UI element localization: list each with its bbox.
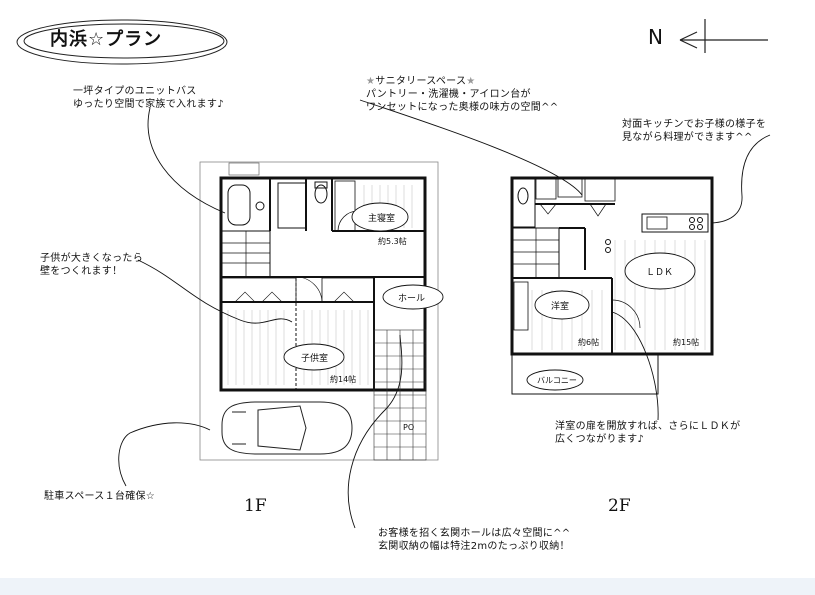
annotation-hall-line1: お客様を招く玄関ホールは広々空間に^^ (378, 528, 571, 539)
annotation-kitchen: 対面キッチンでお子様の様子を 見ながら料理ができます^^ (622, 118, 766, 144)
annotation-sanitary-heading: サニタリースペース (375, 76, 467, 87)
area-western: 約6帖 (578, 338, 600, 347)
area-ldk: 約15帖 (673, 338, 700, 347)
floor-label-2f: 2F (608, 496, 631, 516)
star-icon: ★ (466, 76, 476, 87)
area-kids: 約14帖 (330, 375, 357, 384)
annotation-door-line2: 広くつながります♪ (555, 434, 645, 445)
annotation-kids-line1: 子供が大きくなったら (40, 253, 143, 264)
compass-arrow-icon (679, 19, 768, 53)
annotation-bath: 一坪タイプのユニットバス ゆったり空間で家族で入れます♪ (73, 85, 224, 111)
area-master-bedroom: 約5.3帖 (378, 237, 407, 246)
annotation-door: 洋室の扉を開放すれば、さらにＬＤＫが 広くつながります♪ (555, 420, 740, 446)
annotation-hall-line2: 玄関収納の幅は特注2mのたっぷり収納！ (378, 541, 570, 552)
annotation-sanitary-line2: パントリー・洗濯機・アイロン台が (366, 89, 531, 100)
annotation-sanitary-line3: ワンセットになった奥様の味方の空間^^ (366, 102, 559, 113)
annotation-parking: 駐車スペース１台確保☆ (44, 491, 156, 502)
star-icon: ★ (366, 76, 376, 87)
room-master-bedroom: 主寝室 (368, 214, 396, 224)
entrance-mark: PO (403, 423, 415, 432)
room-callouts (283, 202, 696, 391)
floor-label-1f: 1F (244, 496, 267, 516)
annotation-door-line1: 洋室の扉を開放すれば、さらにＬＤＫが (555, 421, 741, 432)
room-balcony: バルコニー (537, 376, 577, 385)
annotation-kitchen-line2: 見ながら料理ができます^^ (622, 132, 753, 143)
annotation-sanitary-line1: ★サニタリースペース★ (366, 75, 558, 88)
room-western: 洋室 (551, 302, 570, 312)
annotation-leaders (118, 99, 771, 529)
first-floor-plan (199, 161, 439, 461)
car-icon (221, 401, 353, 455)
room-hall: ホール (398, 294, 426, 304)
compass-label: N (648, 25, 663, 49)
bottom-strip (0, 578, 815, 595)
annotation-bath-line2: ゆったり空間で家族で入れます♪ (73, 99, 224, 110)
second-floor-plan (510, 176, 714, 395)
annotation-kids: 子供が大きくなったら 壁をつくれます！ (40, 252, 143, 278)
room-ldk: ＬＤＫ (646, 268, 674, 278)
annotation-kids-line2: 壁をつくれます！ (40, 266, 123, 277)
annotation-kitchen-line1: 対面キッチンでお子様の様子を (622, 119, 767, 130)
annotation-bath-line1: 一坪タイプのユニットバス (73, 86, 197, 97)
annotation-sanitary: ★サニタリースペース★ パントリー・洗濯機・アイロン台が ワンセットになった奥様… (366, 75, 558, 114)
room-kids: 子供室 (301, 354, 329, 364)
plan-title: 内浜☆プラン (50, 29, 163, 50)
title-oval (16, 19, 228, 65)
annotation-hall: お客様を招く玄関ホールは広々空間に^^ 玄関収納の幅は特注2mのたっぷり収納！ (378, 527, 570, 553)
